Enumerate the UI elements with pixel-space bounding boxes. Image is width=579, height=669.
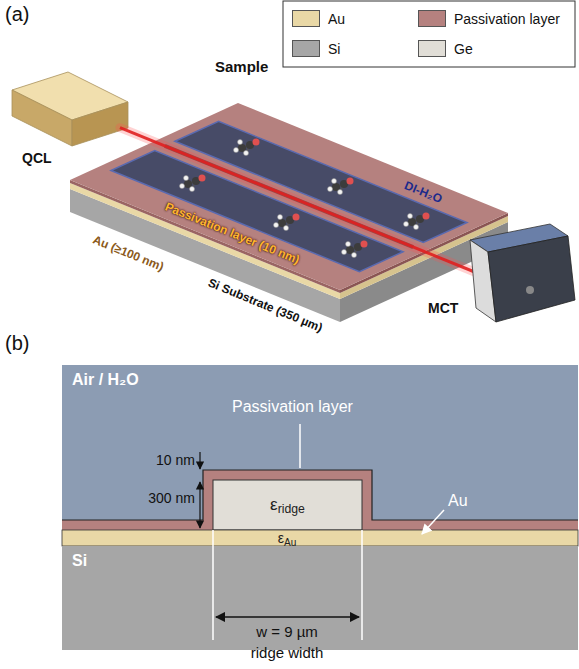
- legend-swatch: [292, 40, 320, 57]
- legend-swatch: [418, 10, 446, 27]
- legend-swatch: [292, 10, 320, 27]
- subscript: ridge: [278, 502, 305, 516]
- region-label: Si: [72, 552, 87, 570]
- legend-text: Passivation layer: [454, 11, 560, 27]
- dimension: 10 nm: [156, 452, 195, 468]
- air-region: Air / H₂O εridge: [62, 365, 578, 530]
- qcl-laser: [12, 72, 128, 146]
- region-label: εridge: [270, 495, 305, 515]
- legend-item: Au: [292, 10, 345, 27]
- legend-text: Si: [328, 41, 340, 57]
- laser-beam: [120, 128, 482, 275]
- layer-label: Passivation layer: [232, 398, 353, 416]
- region-label: Air / H₂O: [72, 371, 139, 389]
- legend-item: Passivation layer: [418, 10, 560, 27]
- cross-section: [62, 365, 578, 650]
- panel-tag: (b): [5, 332, 29, 355]
- device-label: MCT: [428, 300, 458, 316]
- subscript: Au: [284, 537, 296, 548]
- legend-text: Ge: [454, 41, 473, 57]
- legend-frame: [283, 1, 575, 67]
- permittivity-label: εAu: [278, 530, 297, 546]
- symbol: ε: [278, 530, 284, 546]
- dimension: w = 9 µm: [256, 623, 318, 640]
- panel-tag: (a): [5, 3, 29, 26]
- dimension: ridge width: [251, 644, 324, 661]
- ridge-core: εridge: [213, 480, 362, 530]
- device-label: Sample: [215, 58, 268, 75]
- legend-item: Si: [292, 40, 340, 57]
- layer-label: Au: [448, 492, 468, 510]
- legend-text: Au: [328, 11, 345, 27]
- legend-item: Ge: [418, 40, 473, 57]
- legend-swatch: [418, 40, 446, 57]
- symbol: ε: [270, 495, 278, 514]
- dimension: 300 nm: [148, 490, 195, 506]
- sample-slab: [70, 103, 508, 322]
- mct-detector: [470, 224, 575, 322]
- device-label: QCL: [22, 150, 52, 166]
- substrate-region: Si: [62, 546, 578, 650]
